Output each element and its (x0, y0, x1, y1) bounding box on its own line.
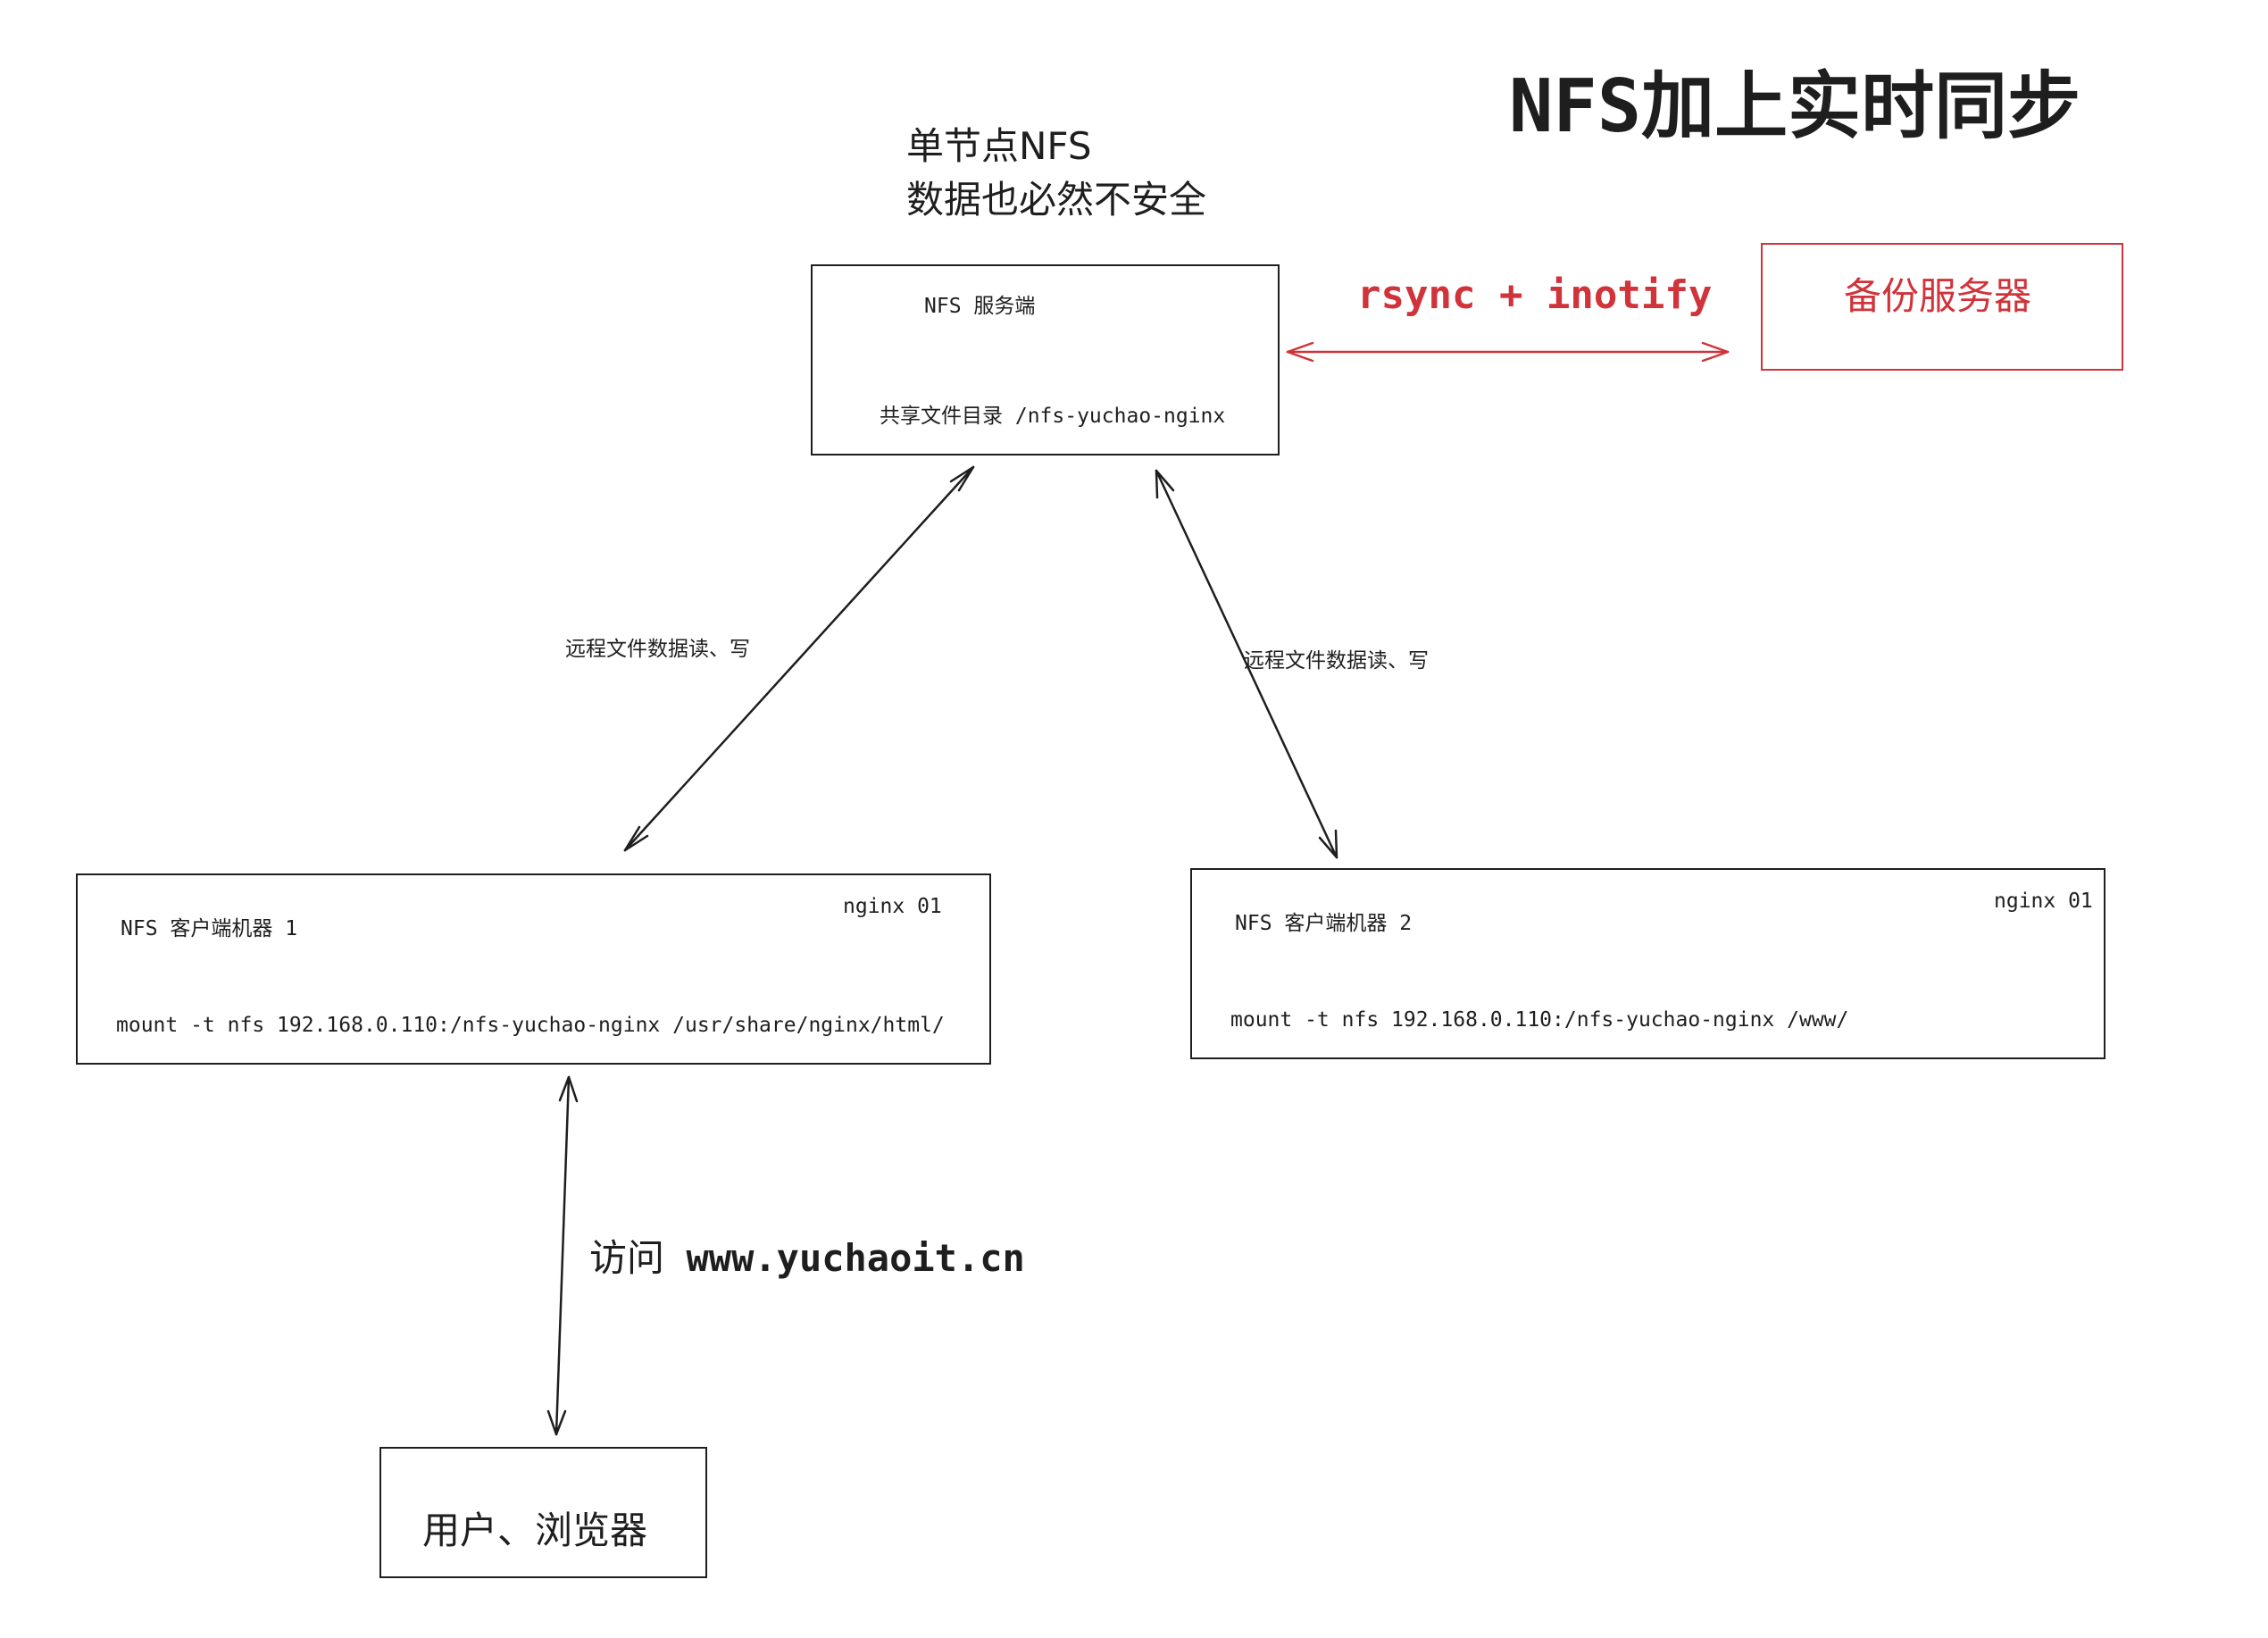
page-title: NFS加上实时同步 (1509, 64, 2081, 149)
backup-server-box (1761, 243, 2123, 371)
link-server-client2 (1155, 469, 1338, 859)
access-label: 访问 www.yuchaoit.cn (589, 1228, 1025, 1283)
note-line-2: 数据也必然不安全 (906, 178, 1207, 221)
nfs-client-1-tag: nginx 01 (843, 895, 942, 918)
nfs-client-1-label: NFS 客户端机器 1 (121, 917, 298, 940)
user-browser-label: 用户、浏览器 (422, 1508, 648, 1552)
nfs-client-2-tag: nginx 01 (1994, 890, 2093, 913)
access-prefix: 访问 (589, 1236, 665, 1280)
user-browser-box (379, 1447, 707, 1578)
link-server-backup (1286, 341, 1730, 363)
sync-label: rsync + inotify (1357, 272, 1713, 318)
nfs-client-2-box: NFS 客户端机器 2 nginx 01 mount -t nfs 192.16… (1190, 868, 2105, 1059)
nfs-client-2-label: NFS 客户端机器 2 (1235, 912, 1413, 935)
link-client1-user (546, 1075, 579, 1436)
note-line-1: 单节点NFS (906, 124, 1092, 168)
access-url: www.yuchaoit.cn (686, 1236, 1025, 1280)
nfs-client-1-box: NFS 客户端机器 1 nginx 01 mount -t nfs 192.16… (76, 873, 991, 1065)
nfs-client-2-mount: mount -t nfs 192.168.0.110:/nfs-yuchao-n… (1230, 1008, 1849, 1032)
link-left-label: 远程文件数据读、写 (565, 638, 750, 661)
nfs-server-box: NFS 服务端 共享文件目录 /nfs-yuchao-nginx (811, 264, 1280, 455)
backup-server-label: 备份服务器 (1844, 274, 2032, 318)
link-right-label: 远程文件数据读、写 (1244, 649, 1429, 673)
nfs-share-dir: 共享文件目录 /nfs-yuchao-nginx (880, 405, 1226, 428)
nfs-server-label: NFS 服务端 (924, 295, 1036, 318)
nfs-client-1-mount: mount -t nfs 192.168.0.110:/nfs-yuchao-n… (116, 1014, 945, 1037)
link-server-client1 (623, 465, 975, 852)
